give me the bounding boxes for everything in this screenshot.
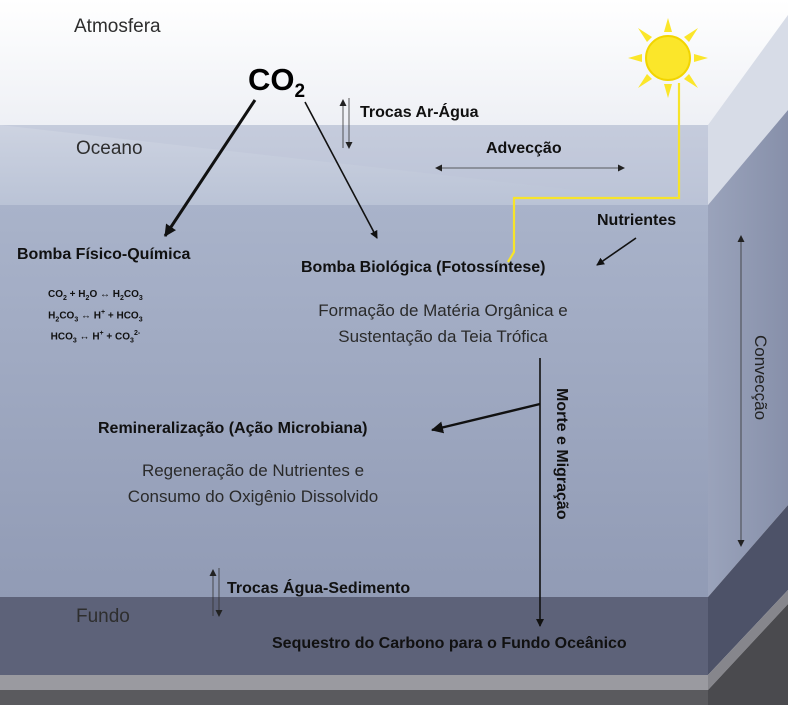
co2-to-physicochemical-arrow — [163, 99, 257, 237]
remineralization-arrow — [431, 402, 541, 434]
organic-matter-line-2: Sustentação da Teia Trófica — [338, 327, 548, 346]
ocean-label: Oceano — [76, 138, 143, 159]
nutrients-label: Nutrientes — [597, 212, 677, 229]
organic-matter-line-1: Formação de Matéria Orgânica e — [318, 301, 568, 320]
bottom-label: Fundo — [76, 606, 130, 627]
co2-to-biological-arrow — [304, 101, 378, 239]
atmosphere-label: Atmosfera — [74, 16, 161, 37]
remineralization-label: Remineralização (Ação Microbiana) — [98, 420, 368, 437]
biological-pump-label: Bomba Biológica (Fotossíntese) — [301, 259, 546, 276]
advection-label: Advecção — [486, 140, 562, 157]
sunlight-path — [507, 83, 681, 263]
water-sediment-exchange-label: Trocas Água-Sedimento — [227, 580, 411, 597]
equation-2: H2CO3 ↔ H+ + HCO3 — [48, 309, 143, 324]
organic-matter-text: Formação de Matéria Orgânica e Sustentaç… — [297, 298, 589, 350]
deep-ocean-layer — [0, 110, 788, 597]
atmosphere-layer — [0, 0, 788, 205]
sun-icon — [628, 18, 708, 98]
air-water-exchange-label: Trocas Ar-Água — [360, 104, 479, 121]
carbonate-equations: CO2 + H2O ↔ H2CO3 H2CO3 ↔ H+ + HCO3 HCO3… — [48, 288, 143, 349]
regeneration-line-2: Consumo do Oxigênio Dissolvido — [127, 487, 379, 506]
equation-3: HCO3 ↔ H+ + CO32- — [50, 330, 141, 345]
nutrients-arrow — [596, 237, 637, 266]
co2-label: CO2 — [248, 62, 306, 103]
water-sediment-exchange-arrows — [209, 568, 223, 617]
death-migration-label: Morte e Migração — [553, 388, 570, 520]
ocean-surface-layer — [0, 15, 788, 205]
sequestration-label: Sequestro do Carbono para o Fundo Oceâni… — [272, 635, 627, 652]
air-water-exchange-arrows — [339, 98, 353, 149]
seabed-layer — [0, 505, 788, 705]
convection-label: Convecção — [751, 335, 770, 421]
equation-1: CO2 + H2O ↔ H2CO3 — [48, 289, 143, 302]
physicochemical-pump-label: Bomba Físico-Química — [17, 246, 191, 263]
regeneration-text: Regeneração de Nutrientes e Consumo do O… — [110, 458, 396, 510]
regeneration-line-1: Regeneração de Nutrientes e — [141, 461, 365, 480]
